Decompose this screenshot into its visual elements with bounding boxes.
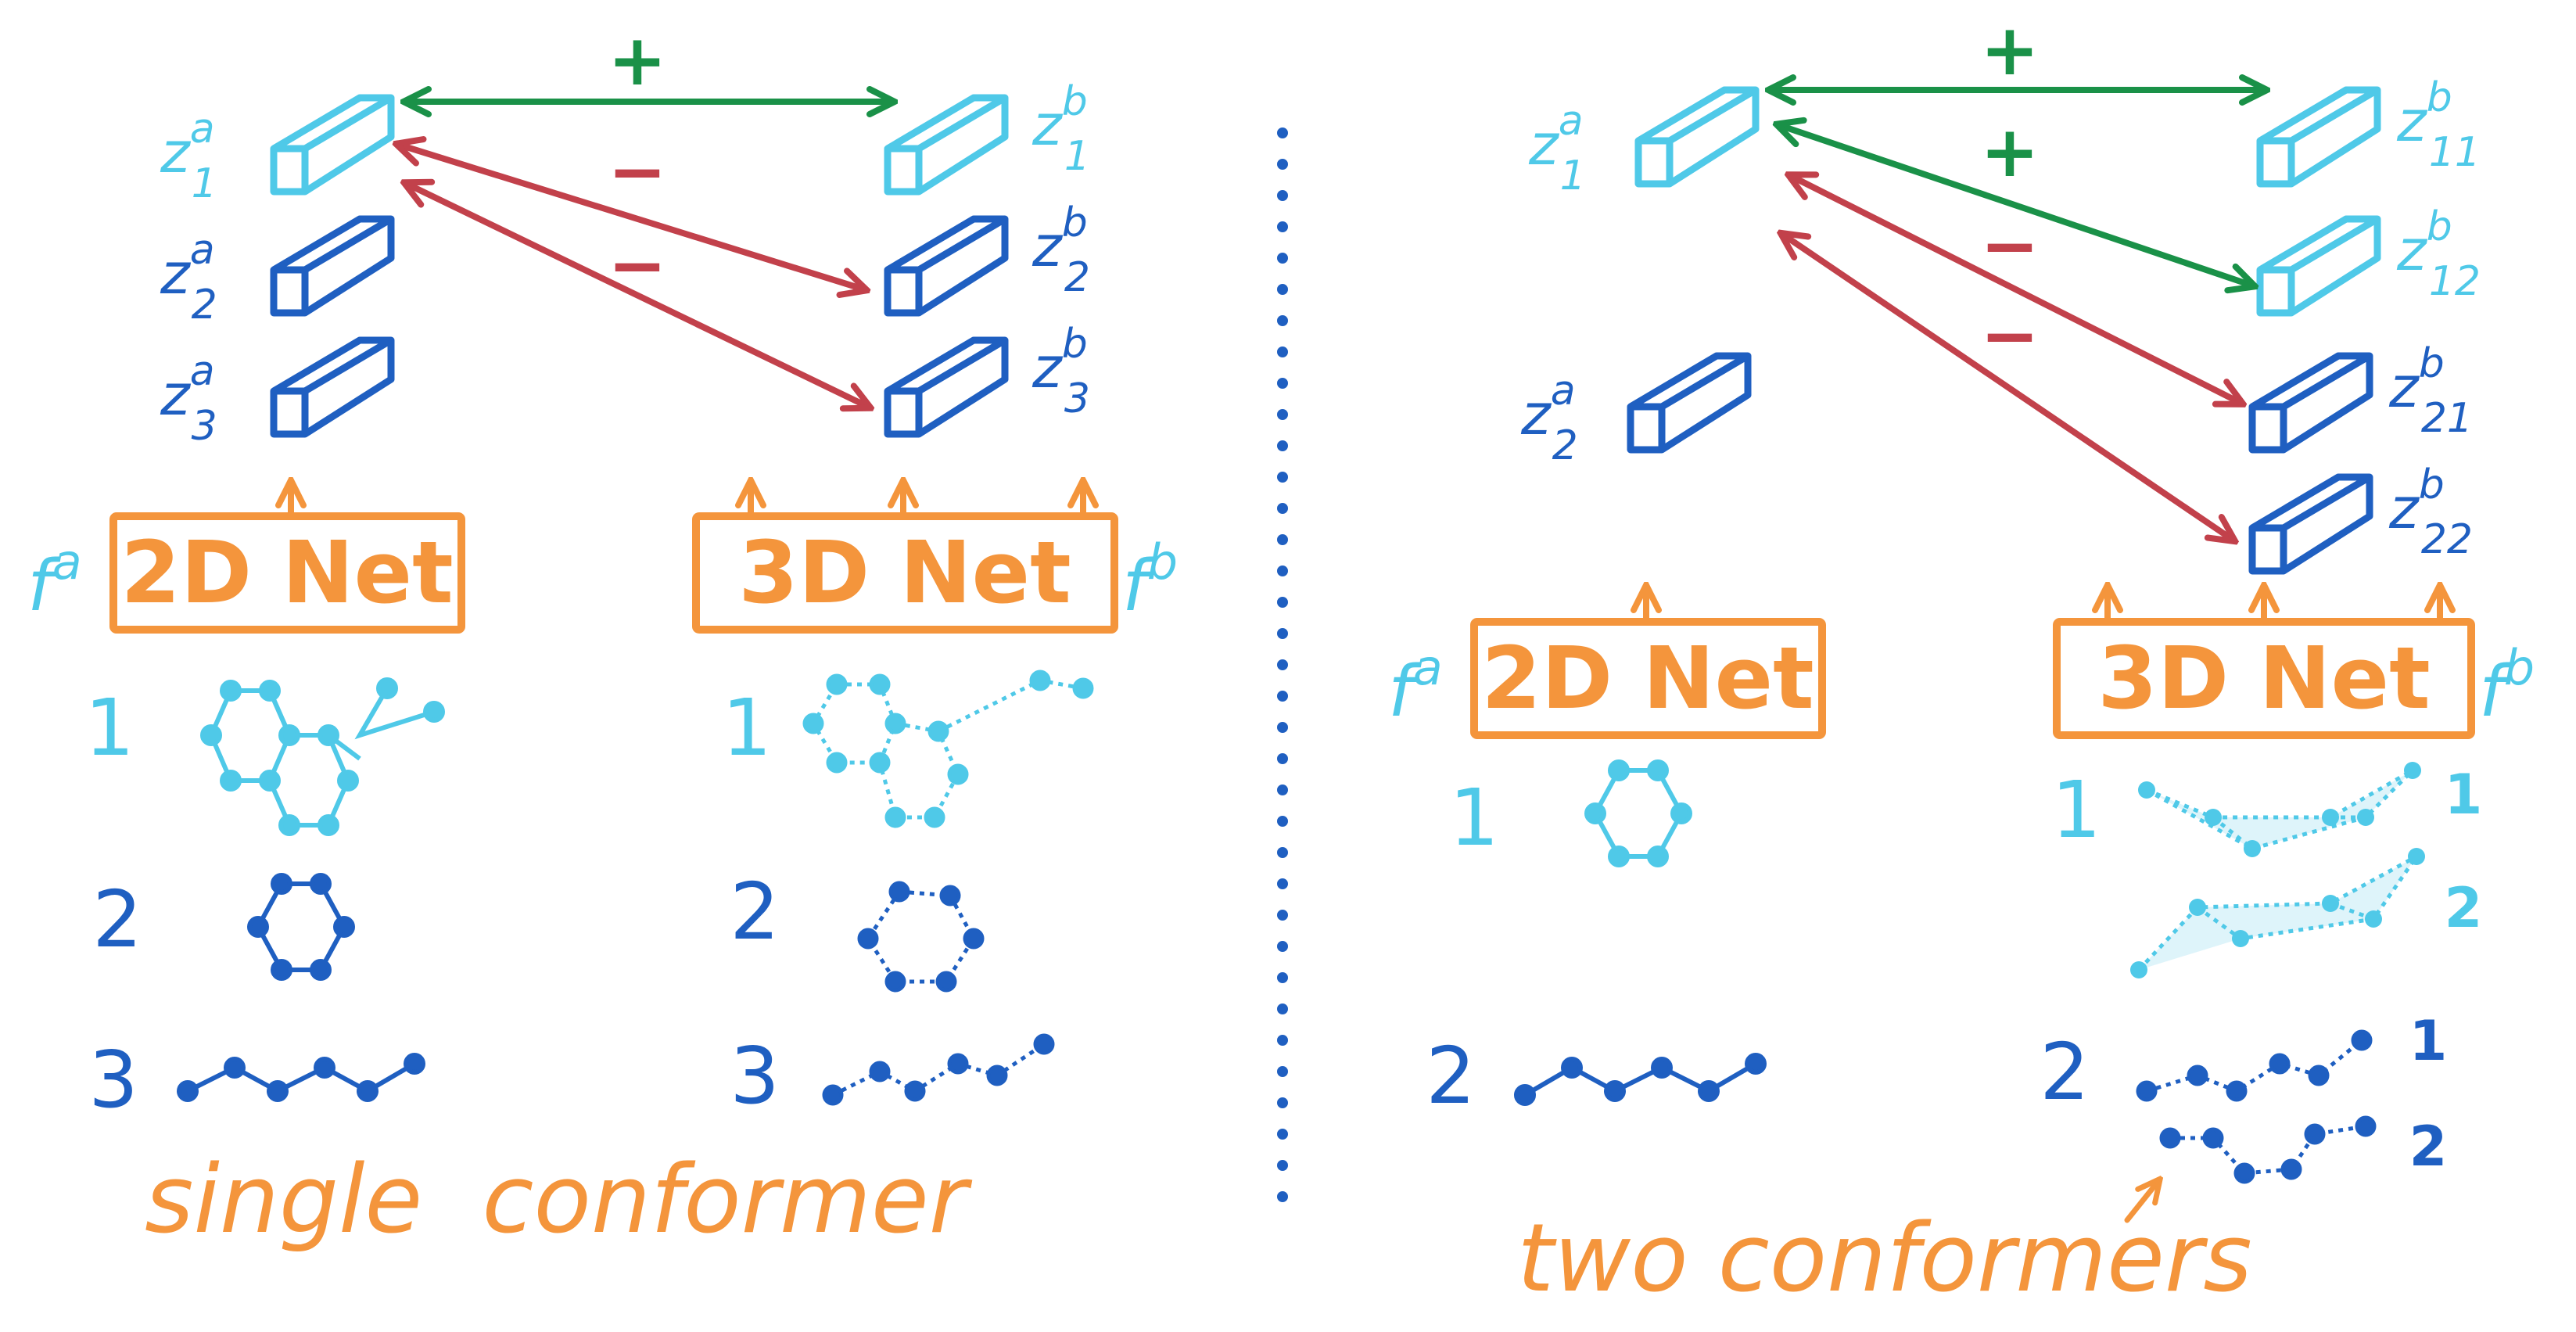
- molecule-number: 3: [88, 1034, 138, 1126]
- molecule-number: 2: [1426, 1030, 1476, 1122]
- molecule-1-3d-graph: [802, 670, 1094, 828]
- molecule-2-2d-graph: [247, 873, 355, 981]
- minus-sign-1: −: [608, 131, 666, 213]
- embedding-prism-z1b: [884, 94, 1009, 196]
- molecule-number: 1: [2051, 764, 2101, 856]
- molecule-number: 2: [2040, 1026, 2090, 1118]
- molecule-number: 2: [730, 866, 780, 957]
- molecule-number: 1: [84, 682, 135, 774]
- molecule-number: 1: [1449, 772, 1499, 863]
- molecule-2-3d-conformer-1: [2136, 1029, 2373, 1102]
- encoder-3d-fn: fb: [1122, 533, 1178, 627]
- encoder-2d-box: [1470, 618, 1826, 739]
- conformer-number: 1: [2445, 763, 2483, 827]
- conformer-number: 1: [2409, 1009, 2448, 1073]
- encoder-3d-label: 3D Net: [738, 522, 1071, 623]
- embedding-prism-z3b: [884, 336, 1009, 438]
- encoder-2d-fn: fa: [27, 533, 82, 627]
- minus-sign-2: −: [608, 224, 666, 307]
- negative-pair-arrow-2: [407, 184, 868, 407]
- molecule-1-2d-graph: [1584, 759, 1692, 867]
- molecule-3-3d-graph: [822, 1033, 1055, 1106]
- minus-sign-2: −: [1980, 295, 2039, 377]
- molecule-3-2d-graph: [177, 1053, 425, 1102]
- caption-single-conformer: single conformer: [145, 1146, 973, 1255]
- embedding-prism-z2a: [270, 215, 395, 317]
- encoder-2d-box: [109, 512, 465, 634]
- molecule-number: 2: [92, 874, 142, 965]
- encoder-3d-box: [2053, 618, 2475, 739]
- embedding-prism-z1a: [1634, 86, 1760, 188]
- embedding-prism-z21b: [2248, 352, 2373, 454]
- plus-sign: +: [608, 20, 666, 102]
- molecule-2-3d-graph: [857, 881, 985, 993]
- embedding-prism-z22b: [2248, 473, 2373, 575]
- embedding-prism-z11b: [2256, 86, 2381, 188]
- negative-pair-arrow-2: [1783, 235, 2233, 540]
- molecule-2-3d-conformer-2: [2159, 1115, 2377, 1184]
- molecule-number: 1: [722, 682, 772, 774]
- encoder-3d-label: 3D Net: [2097, 628, 2430, 728]
- encoder-2d-label: 2D Net: [120, 522, 453, 623]
- minus-sign-1: −: [1980, 205, 2039, 287]
- encoder-3d-fn: fb: [2479, 639, 2535, 733]
- molecule-number: 3: [730, 1030, 780, 1122]
- embedding-prism-z2a: [1627, 352, 1752, 454]
- molecule-1-3d-conformer-1: [2138, 762, 2421, 857]
- plus-sign-2: +: [1980, 111, 2039, 193]
- encoder-2d-fn: fa: [1388, 639, 1443, 733]
- molecule-1-2d-graph: [200, 677, 445, 836]
- embedding-prism-z3a: [270, 336, 395, 438]
- embedding-prism-z12b: [2256, 215, 2381, 317]
- encoder-3d-box: [692, 512, 1118, 634]
- caption-two-conformers: two conformers: [1517, 1205, 2252, 1313]
- embedding-prism-z1a: [270, 94, 395, 196]
- conformer-number: 2: [2445, 876, 2483, 940]
- encoder-2d-label: 2D Net: [1481, 628, 1814, 728]
- caption-pointer-arrow: [2124, 1181, 2158, 1223]
- molecule-1-3d-conformer-2: [2130, 848, 2425, 978]
- plus-sign-1: +: [1980, 9, 2039, 92]
- conformer-number: 2: [2409, 1115, 2448, 1179]
- molecule-2-2d-graph: [1514, 1053, 1767, 1106]
- embedding-prism-z2b: [884, 215, 1009, 317]
